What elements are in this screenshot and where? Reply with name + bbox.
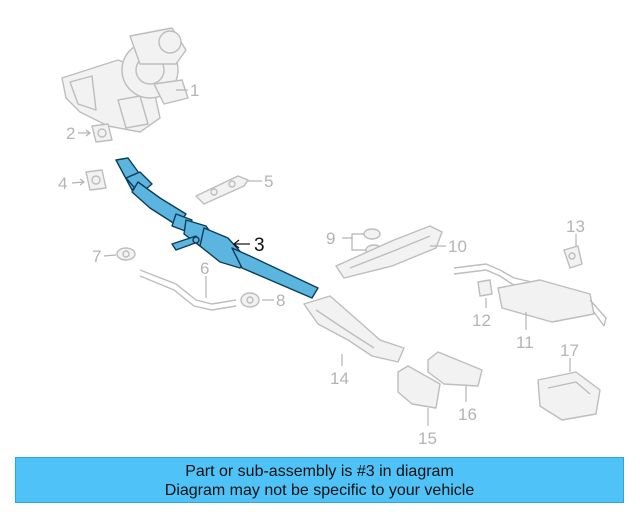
part-12-hanger (477, 279, 493, 297)
callout-9: 9 (326, 229, 335, 248)
info-banner: Part or sub-assembly is #3 in diagram Di… (15, 457, 624, 503)
callout-5: 5 (264, 172, 273, 191)
parts-diagram: 1 2 4 5 3 6 (58, 27, 607, 448)
callout-4: 4 (58, 174, 67, 193)
part-8-clamp (240, 292, 260, 308)
callout-14: 14 (330, 369, 349, 388)
callout-7: 7 (92, 247, 101, 266)
part-14-heat-shield (303, 295, 405, 363)
part-10-heat-shield (335, 225, 443, 279)
part-7-clamp (116, 247, 136, 261)
callout-2: 2 (66, 124, 75, 143)
banner-line-2: Diagram may not be specific to your vehi… (164, 482, 475, 499)
callout-3: 3 (254, 235, 265, 256)
banner-line-1: Part or sub-assembly is #3 in diagram (185, 463, 454, 480)
callout-15: 15 (418, 429, 437, 448)
part-2-gasket (91, 123, 113, 143)
callout-16: 16 (458, 405, 477, 424)
callout-11: 11 (516, 333, 534, 352)
part-13-bracket (563, 245, 583, 269)
part-17-heat-shield (537, 371, 601, 421)
part-5-bracket (195, 175, 249, 205)
callout-13: 13 (566, 217, 585, 236)
part-11-muffler (453, 263, 607, 327)
callout-1: 1 (190, 81, 199, 100)
callout-6: 6 (200, 259, 209, 278)
callout-17: 17 (560, 341, 579, 360)
part-15-heat-shield (397, 365, 441, 409)
callout-8: 8 (276, 291, 285, 310)
callout-12: 12 (472, 311, 491, 330)
part-1-turbocharger (61, 27, 189, 133)
part-16-heat-shield (427, 351, 483, 387)
part-6-front-pipe (139, 269, 237, 311)
part-3-downpipe-catalytic-converter (115, 157, 319, 299)
part-4-gasket (85, 169, 107, 191)
callout-10: 10 (448, 237, 467, 256)
